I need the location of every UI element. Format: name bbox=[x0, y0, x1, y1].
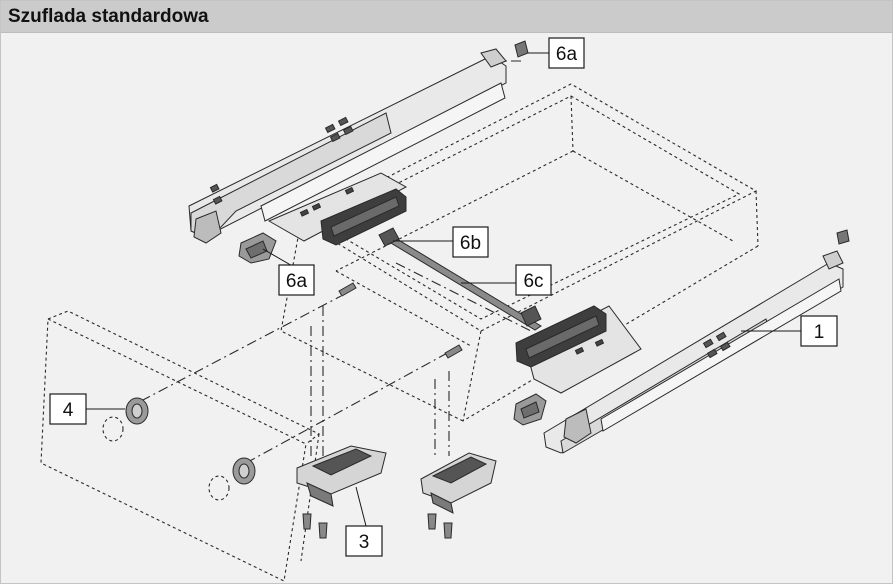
callout-6c-label: 6c bbox=[523, 271, 543, 292]
title-bar: Szuflada standardowa bbox=[1, 1, 892, 33]
callout-3: 3 bbox=[345, 525, 383, 557]
leader-lines bbox=[86, 52, 801, 527]
screws bbox=[302, 282, 463, 539]
callout-6a-top-label: 6a bbox=[556, 44, 578, 65]
callout-4-label: 4 bbox=[63, 400, 74, 421]
right-mechanism-plate bbox=[515, 305, 642, 394]
assembly-axis-lines bbox=[140, 60, 532, 464]
callout-6a-left: 6a bbox=[278, 264, 315, 296]
callout-6b: 6b bbox=[452, 226, 489, 258]
callout-4: 4 bbox=[49, 393, 87, 425]
callout-1-label: 1 bbox=[814, 322, 825, 343]
left-runner bbox=[188, 48, 507, 244]
callout-1: 1 bbox=[800, 315, 838, 347]
right-clip bbox=[836, 229, 850, 245]
left-locking-device bbox=[238, 232, 277, 264]
front-fittings bbox=[102, 397, 256, 501]
callout-6a-left-label: 6a bbox=[286, 271, 308, 292]
bottom-bracket-left bbox=[296, 445, 387, 507]
callout-6c: 6c bbox=[515, 264, 552, 296]
right-runner bbox=[543, 250, 844, 454]
callout-6b-label: 6b bbox=[460, 233, 481, 254]
callout-3-label: 3 bbox=[359, 532, 370, 553]
callout-6a-top: 6a bbox=[548, 37, 585, 69]
right-locking-device bbox=[513, 393, 547, 426]
bottom-bracket-right bbox=[420, 452, 497, 514]
left-mechanism-plate bbox=[267, 172, 408, 246]
page-title: Szuflada standardowa bbox=[8, 6, 209, 27]
top-clip-6a bbox=[514, 40, 529, 58]
exploded-drawer-diagram: 6a 6b 6a 6c 1 4 3 bbox=[40, 37, 850, 582]
synchronisation-rod bbox=[378, 227, 542, 331]
